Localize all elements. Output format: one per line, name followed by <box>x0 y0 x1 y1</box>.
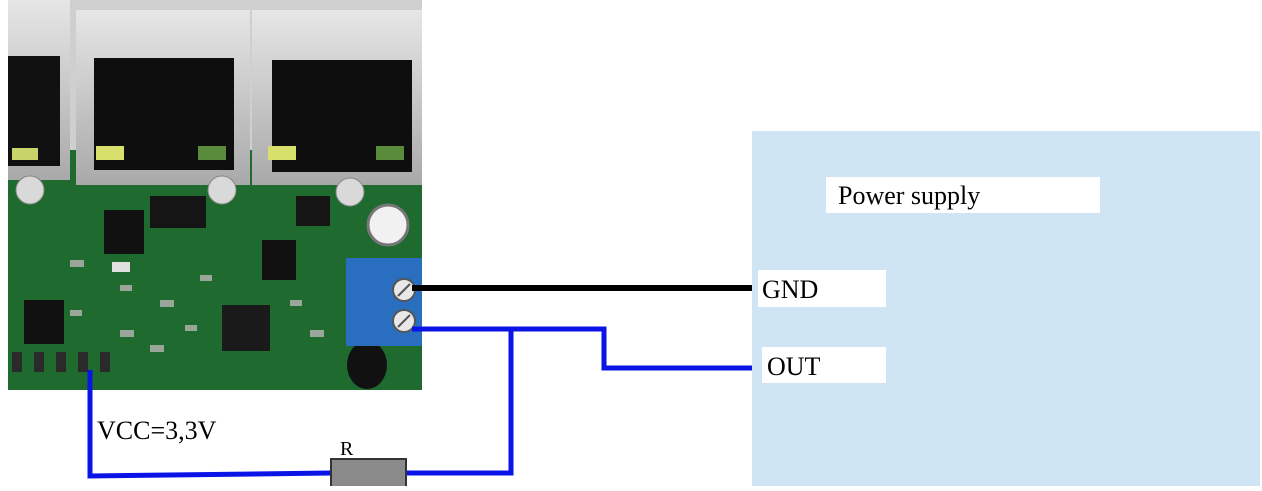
screw-terminal <box>346 258 422 346</box>
transistor <box>347 341 387 389</box>
out-label-box <box>762 347 886 383</box>
gnd-label-box <box>758 270 886 307</box>
pullup-wire <box>406 329 514 476</box>
chip-5 <box>24 300 64 344</box>
chip-3 <box>296 196 330 226</box>
smd-components <box>70 260 324 352</box>
chip-1 <box>104 210 144 254</box>
rj45-jack-center <box>76 10 250 185</box>
chip-4 <box>262 240 296 280</box>
power-supply-title: Power supply <box>838 181 981 210</box>
vcc-label: VCC=3,3V <box>97 416 217 445</box>
resistor-label: R <box>340 438 354 460</box>
power-supply-title-box <box>826 177 1100 213</box>
chip-2 <box>150 196 206 228</box>
mounting-hole <box>366 203 410 247</box>
pin-header <box>12 352 110 372</box>
capacitor-1 <box>15 175 45 205</box>
out-label: OUT <box>767 352 821 381</box>
smd-white-part <box>112 262 130 272</box>
capacitor-3 <box>335 177 365 207</box>
out-wire <box>412 326 752 371</box>
resistor-body <box>330 458 407 490</box>
gnd-label: GND <box>762 275 819 304</box>
rj45-jack-left <box>8 0 70 180</box>
vcc-wire <box>87 370 332 479</box>
rj45-jack-right <box>252 10 422 185</box>
ic-main <box>222 305 270 351</box>
capacitor-2 <box>207 175 237 205</box>
pcb-board-photo <box>8 0 422 390</box>
